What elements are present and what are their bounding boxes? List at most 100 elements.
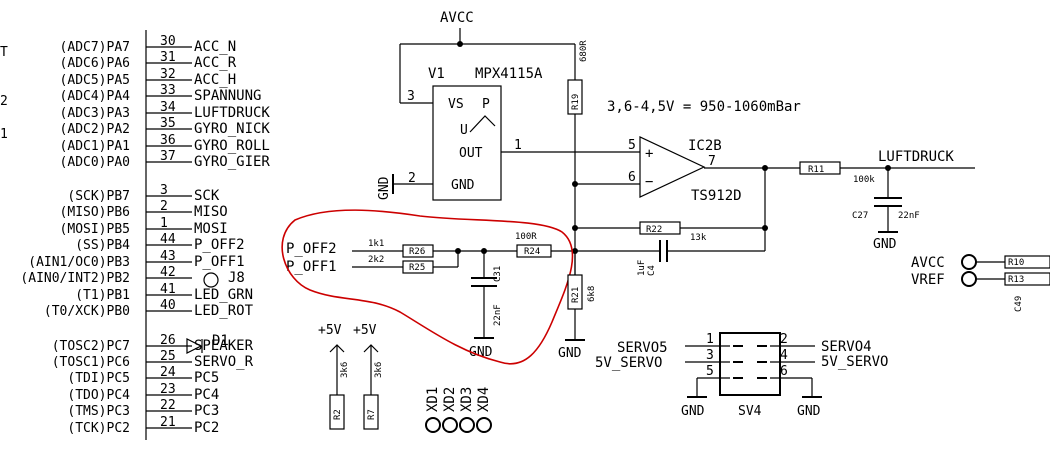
r13-resistor [1004,272,1050,286]
mcu-pin-net: SPANNUNG [194,88,261,104]
sensor-pin-gnd-num: 2 [408,171,416,186]
r2-name: R2 [333,409,343,420]
r10-name: R10 [1008,258,1024,268]
mcu-pin-number: 33 [160,83,176,98]
mcu-pin-net: P_OFF2 [194,237,245,253]
mcu-left-mark-1: 2 [0,94,8,109]
mcu-pin-function: (TDO)PC4 [67,388,130,403]
mcu-pin-number: 26 [160,333,176,348]
vref-terminal-ring [961,271,977,287]
mcu-pin-function: (ADC5)PA5 [60,73,130,88]
mcu-pin-net: P_OFF1 [194,254,245,270]
mcu-pin-function: (ADC7)PA7 [60,40,130,55]
c31-value: 22nF [493,304,503,326]
mcu-pin-function: (ADC3)PA3 [60,106,130,121]
sv4-right-net-2: 5V_SERVO [821,354,888,370]
sensor-out: OUT [459,146,483,161]
r22-name: R22 [646,225,662,235]
mcu-pin-function: (SCK)PB7 [67,189,130,204]
feedback-network: R22 13k 1uF C4 [572,168,768,276]
mcu-pin-net: GYRO_GIER [194,154,270,170]
plus5v-label-1: +5V [318,323,342,338]
r11-output: R11 100k LUFTDRUCK GND C27 22nF [799,149,975,252]
sensor-p: P [482,97,490,112]
mcu-left-mark-2: 1 [0,127,8,142]
mcu-pin-function: (T1)PB1 [75,288,130,303]
mcu-pin-net: ACC_N [194,39,236,55]
p-off2-label: P_OFF2 [286,241,337,257]
mcu-pin-number: 36 [160,133,176,148]
r26-name: R26 [409,247,425,257]
mcu-pin-function: (ADC4)PA4 [60,89,131,104]
sv4-header: 1 2 3 4 5 6 SERVO5 5V_SERVO SERVO4 5V_SE… [595,332,888,419]
c4-name: C4 [647,265,657,276]
mcu-pin-number: 32 [160,67,176,82]
mcu-pin-net: PC5 [194,370,219,386]
r2-resistor [329,394,345,430]
r7-resistor [363,394,379,430]
mcu-pin-function: (AIN0/INT2)PB2 [20,271,130,286]
r19-name: R19 [571,94,581,110]
avcc-vref-terminals: AVCC VREF R10 R13 C49 [911,254,1050,312]
luftdruck-net-label: LUFTDRUCK [878,149,954,165]
r25-name: R25 [409,263,425,273]
mcu-pin-number: 25 [160,349,176,364]
avcc-right-label: AVCC [911,255,945,271]
mcu-pin-net: LUFTDRUCK [194,105,270,121]
mcu-pin-number: 21 [160,415,176,430]
r10-resistor [1004,255,1050,269]
avcc-terminal-ring [961,254,977,270]
opamp-plus: + [645,146,653,162]
opamp-pin-out: 7 [708,154,716,169]
r24-value: 100R [515,232,537,242]
r21-name: R21 [571,287,581,303]
xd1-pad [425,417,441,433]
vref-label: VREF [911,272,945,288]
mcu-pin-net: SERVO_R [194,354,254,370]
mcu-pin-net: SCK [194,188,220,204]
mcu-pin-number: 35 [160,116,176,131]
offset-network: P_OFF2 P_OFF1 1k1 2k2 R26 R25 GND C31 22… [281,209,578,365]
mcu-pin-function: (T0/XCK)PB0 [44,304,130,319]
r26-value: 1k1 [368,239,384,249]
r21-value: 6k8 [587,286,597,302]
mcu-pin-number: 44 [160,232,176,247]
d1-diode-symbol [186,338,203,354]
pullups-5v: +5V +5V 3k6 3k6 R2 R7 [318,323,384,430]
sv4-name: SV4 [738,404,762,419]
r7-name: R7 [367,409,377,420]
sensor-vs: VS [448,97,464,112]
mcu-pin-number: 22 [160,398,176,413]
mcu-pin-number: 3 [160,183,168,198]
r13-name: R13 [1008,275,1024,285]
r24-name: R24 [524,247,540,257]
c27-value: 22nF [898,211,920,221]
opamp-minus: − [645,174,653,190]
sv4-pin-3: 3 [706,348,714,363]
mcu-pin-net: GYRO_NICK [194,121,270,137]
sv4-gnd-left: GND [681,404,705,419]
mcu-pin-number: 34 [160,100,176,115]
pressure-arrow [469,115,496,133]
mcu-pin-row: (ADC3)PA3 34 LUFTDRUCK [60,100,271,121]
r21-gnd-label: GND [558,346,582,361]
p-off1-label: P_OFF1 [286,259,337,275]
r11-name: R11 [808,165,824,175]
mcu-pin-function: (TOSC2)PC7 [52,339,130,354]
c27-name: C27 [852,211,868,221]
mcu-pin-number: 30 [160,34,176,49]
sv4-pin-2: 2 [780,332,788,347]
xd4-pad [476,417,492,433]
sensor-gnd: GND [451,178,475,193]
